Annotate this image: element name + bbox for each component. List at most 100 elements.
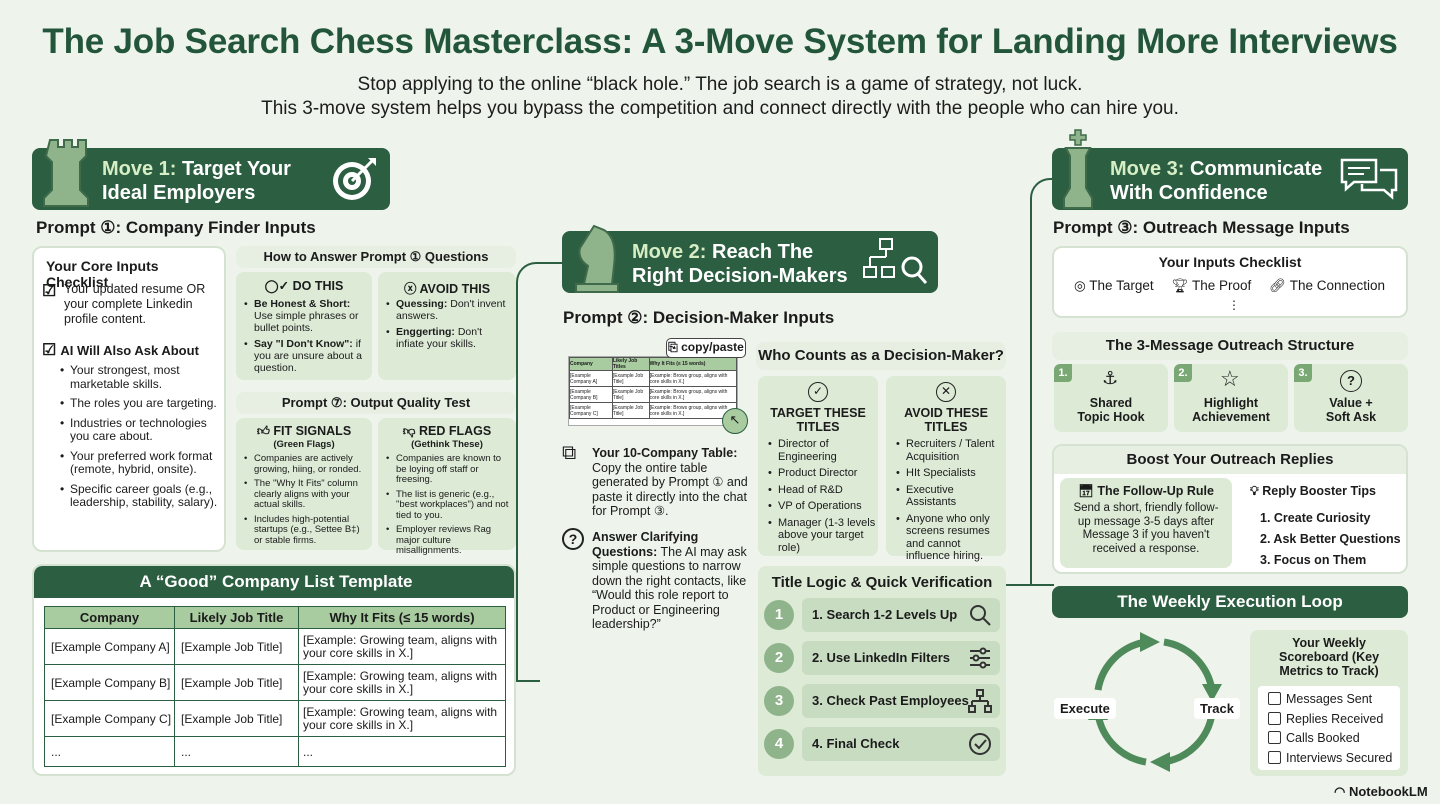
boost-title: Boost Your Outreach Replies — [1054, 446, 1406, 474]
weekly-scoreboard: Your Weekly Scoreboard (Key Metrics to T… — [1250, 630, 1408, 776]
fit-signals-panel: 👍︎ FIT SIGNALS (Green Flags) Companies a… — [236, 418, 372, 550]
verification-step-label: 3. Check Past Employees — [812, 693, 969, 708]
checkbox-icon — [1268, 750, 1281, 764]
list-item: VP of Operations — [768, 500, 876, 513]
list-item: Director of Engineering — [768, 438, 876, 463]
trophy-icon: 🏆︎ — [1171, 278, 1189, 293]
move2-title-line1: Reach The — [712, 241, 814, 263]
notebooklm-logo-icon: ◠ — [1334, 784, 1349, 799]
table-header-row: Company Likely Job Title Why It Fits (≤ … — [44, 606, 506, 629]
step-number-badge: 1 — [764, 600, 794, 630]
move3-title-line1: Communicate — [1190, 158, 1323, 180]
thumbs-down-icon: 👎︎ — [402, 424, 419, 438]
checkbox-icon: ☑ — [42, 342, 57, 359]
do-this-title: DO THIS — [292, 279, 344, 293]
list-item: Quessing: Don't invent answers. — [386, 298, 512, 322]
red-flags-panel: 👎︎ RED FLAGS (Gethink These) Companies a… — [378, 418, 516, 556]
footer-brand: ◠ NotebookLM — [1334, 784, 1428, 799]
template-table: Company Likely Job Title Why It Fits (≤ … — [44, 606, 506, 767]
list-item: Includes high-potential startups (e.g., … — [244, 514, 370, 547]
outreach-structure-title: The 3-Message Outreach Structure — [1052, 332, 1408, 360]
message-step-1: 1. ⚓︎ Shared Topic Hook — [1054, 364, 1168, 432]
how-to-answer-title: How to Answer Prompt ① Questions — [236, 246, 516, 268]
column-header: Likely Job Title — [174, 606, 299, 629]
subtitle-line-1: Stop applying to the online “black hole.… — [357, 74, 1083, 95]
input-item-connection: The Connection — [1289, 278, 1386, 293]
list-item: Employer reviews Rag major culture misal… — [386, 524, 514, 557]
paste-cursor-icon: ↖ — [722, 408, 748, 434]
page-title: The Job Search Chess Masterclass: A 3-Mo… — [42, 22, 1398, 61]
fit-signals-title: FIT SIGNALS — [273, 424, 352, 438]
list-item: The list is generic (e.g., "best workpla… — [386, 489, 514, 522]
list-item: Product Director — [768, 467, 876, 480]
x-circle-icon: ⓧ — [403, 282, 420, 296]
move1-title-line1: Target Your — [182, 158, 291, 180]
list-item: The roles you are targeting. — [60, 396, 220, 411]
copy-paste-badge: ⎘ copy/paste — [666, 338, 746, 358]
avoid-titles-title: AVOID THESE TITLES — [904, 406, 988, 434]
org-search-icon — [863, 238, 928, 284]
checkbox-icon — [1268, 711, 1281, 725]
metric-replies-received: Replies Received — [1268, 710, 1400, 730]
table-row: [Example Company A] [Example Job Title] … — [44, 628, 506, 665]
connector-line — [1030, 178, 1054, 586]
input-item-target: The Target — [1089, 278, 1154, 293]
org-chart-icon — [968, 689, 992, 718]
move3-prompt-title: Prompt ③: Outreach Message Inputs — [1053, 218, 1350, 237]
move2-prefix: Move 2: — [632, 241, 707, 263]
mini-table-illustration: Company Likely Job Titles Why It Fits (≤… — [568, 356, 738, 426]
message-step-3: 3. ? Value + Soft Ask — [1294, 364, 1408, 432]
quality-test-title: Prompt ⑦: Output Quality Test — [236, 392, 516, 414]
lightbulb-icon: 💡︎ — [1250, 484, 1263, 498]
x-circle-icon: ✕ — [936, 382, 956, 402]
checklist-title: Your Core Inputs Checklist — [46, 258, 159, 290]
copy-documents-icon: ⧉ — [562, 442, 577, 464]
list-item: 3. Focus on Them — [1260, 553, 1367, 567]
message-step-label: Shared Topic Hook — [1077, 396, 1145, 424]
inputs-checklist-title: Your Inputs Checklist — [1158, 254, 1302, 270]
column-header: Company — [44, 606, 175, 629]
list-item: Specific career goals (e.g., leadership,… — [60, 482, 220, 510]
move1-prompt-title: Prompt ①: Company Finder Inputs — [36, 218, 316, 237]
verification-step-label: 4. Final Check — [812, 736, 900, 751]
do-this-panel: ◯✓ DO THIS Be Honest & Short: Use simple… — [236, 272, 372, 380]
move1-title-line2: Ideal Employers — [102, 182, 256, 204]
rook-chess-icon — [43, 139, 89, 207]
step-number-badge: 3 — [764, 686, 794, 716]
connector-line — [516, 680, 540, 682]
column-header: Why It Fits (≤ 15 words) — [298, 606, 506, 629]
target-titles-title: TARGET THESE TITLES — [770, 406, 866, 434]
copy-paste-label: copy/paste — [681, 340, 744, 354]
question-circle-icon: ? — [562, 528, 584, 550]
list-item: 1. Create Curiosity — [1260, 511, 1371, 525]
step-clarifying-questions: ? Answer Clarifying Questions: The AI ma… — [562, 528, 752, 632]
move3-prefix: Move 3: — [1110, 158, 1185, 180]
move2-prompt-title: Prompt ②: Decision-Maker Inputs — [563, 308, 835, 327]
avoid-this-panel: ⓧ AVOID THIS Quessing: Don't invent answ… — [378, 272, 516, 380]
move3-title-line2: With Confidence — [1110, 182, 1268, 204]
list-item: Your preferred work format (remote, hybr… — [60, 449, 220, 477]
list-item: Industries or technologies you care abou… — [60, 416, 220, 444]
follow-up-text: Send a short, friendly follow-up message… — [1073, 502, 1219, 555]
cycle-arrows-icon — [1088, 632, 1222, 772]
list-item: Executive Assistants — [896, 484, 1004, 509]
move1-banner: Move 1: Target Your Ideal Employers — [32, 148, 390, 210]
metric-messages-sent: Messages Sent — [1268, 690, 1400, 710]
table-row: ... ... ... — [44, 736, 506, 767]
template-title: A “Good” Company List Template — [34, 566, 514, 598]
filter-sliders-icon — [968, 646, 992, 675]
list-item: Say "I Don't Know": if you are unsure ab… — [244, 338, 368, 374]
target-icon: ◎ — [1074, 278, 1086, 293]
check-circle-icon: ✓ — [808, 382, 828, 402]
core-inputs-checklist: Your Core Inputs Checklist ☑ Your update… — [32, 246, 226, 552]
who-counts-title: Who Counts as a Decision-Maker? — [756, 342, 1006, 370]
move2-title-line2: Right Decision-Makers — [632, 265, 848, 287]
checkbox-icon — [1268, 692, 1281, 705]
list-item: Companies are actively growing, hiing, o… — [244, 453, 370, 475]
red-flags-title: RED FLAGS — [418, 424, 492, 438]
list-item: Enggerting: Don't infiate your skills. — [386, 326, 512, 350]
verification-step: 1. Search 1-2 Levels Up — [802, 598, 1000, 632]
step-number-badge: 4 — [764, 729, 794, 759]
inputs-checklist-card: Your Inputs Checklist ◎ The Target 🏆︎ Th… — [1052, 246, 1408, 318]
metric-calls-booked: Calls Booked — [1268, 729, 1400, 749]
